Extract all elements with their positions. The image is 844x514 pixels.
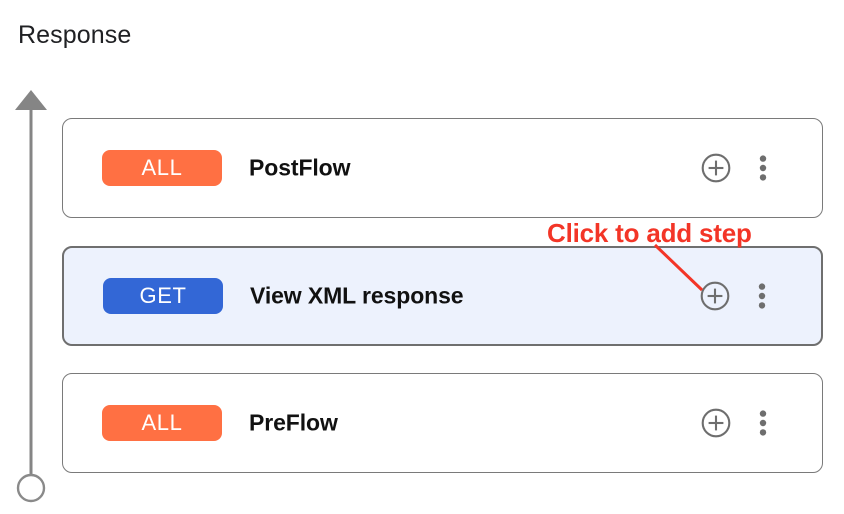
plus-circle-icon (701, 153, 731, 183)
kebab-menu-icon (759, 155, 767, 181)
page-title: Response (18, 21, 132, 49)
flow-direction-rail (0, 88, 64, 508)
flow-row-preflow[interactable]: ALL PreFlow (62, 373, 823, 473)
kebab-menu-icon (759, 410, 767, 436)
up-arrow-icon (15, 90, 47, 503)
add-step-button[interactable] (701, 408, 731, 438)
kebab-menu-icon (758, 283, 766, 309)
method-badge-get: GET (103, 278, 223, 314)
flow-row-label: View XML response (250, 282, 464, 309)
row-menu-button[interactable] (753, 155, 773, 181)
add-step-button[interactable] (701, 153, 731, 183)
method-badge-all: ALL (102, 405, 222, 441)
row-menu-button[interactable] (753, 410, 773, 436)
method-badge-all: ALL (102, 150, 222, 186)
plus-circle-icon (701, 408, 731, 438)
row-menu-button[interactable] (752, 283, 772, 309)
annotation-label: Click to add step (547, 218, 752, 248)
add-step-button[interactable] (700, 281, 730, 311)
flow-row-view-xml-response[interactable]: GET View XML response (62, 246, 823, 346)
plus-circle-icon (700, 281, 730, 311)
flow-row-label: PreFlow (249, 409, 338, 436)
flow-row-label: PostFlow (249, 154, 351, 181)
flow-row-postflow[interactable]: ALL PostFlow (62, 118, 823, 218)
